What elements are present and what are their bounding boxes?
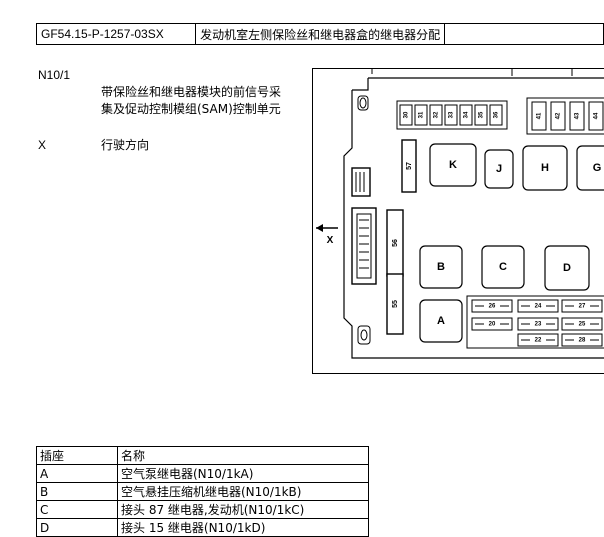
document-code: GF54.15-P-1257-03SX: [37, 24, 196, 45]
fuse-55-label: 55: [392, 300, 399, 308]
fuse-28-label: 28: [579, 338, 586, 344]
fuse-32-label: 32: [434, 111, 440, 118]
name-cell: 空气泵继电器(N10/1kA): [118, 465, 369, 483]
fuse-44-label: 44: [594, 112, 600, 119]
relay-c-label: C: [499, 261, 507, 273]
table-row: C 接头 87 继电器,发动机(N10/1kC): [37, 501, 369, 519]
header-empty-cell: [445, 24, 604, 45]
legend-code-n10-1: N10/1: [38, 67, 70, 84]
socket-cell: B: [37, 483, 118, 501]
fuse-43-label: 43: [575, 112, 581, 119]
fuse-36-label: 36: [494, 111, 500, 118]
direction-label: X: [327, 235, 334, 246]
document-header: GF54.15-P-1257-03SX 发动机室左侧保险丝和继电器盒的继电器分配: [36, 23, 604, 45]
relay-j-label: J: [496, 163, 502, 175]
fuse-23-label: 23: [535, 322, 542, 328]
legend-desc-n10-1-line1: 带保险丝和继电器模块的前信号采: [101, 84, 281, 101]
top-fuse-bank-right: 41 42 43 44: [527, 98, 604, 134]
table-row: B 空气悬挂压缩机继电器(N10/1kB): [37, 483, 369, 501]
socket-cell: C: [37, 501, 118, 519]
relay-d-label: D: [563, 262, 571, 274]
relay-assignment-table: 插座 名称 A 空气泵继电器(N10/1kA) B 空气悬挂压缩机继电器(N10…: [36, 446, 369, 537]
relay-b-label: B: [437, 261, 445, 273]
legend-code-x: X: [38, 137, 46, 154]
fuse-25-label: 25: [579, 322, 586, 328]
relay-a-label: A: [437, 315, 445, 327]
fuse-42-label: 42: [556, 112, 562, 119]
fuse-22-label: 22: [535, 338, 542, 344]
name-cell: 空气悬挂压缩机继电器(N10/1kB): [118, 483, 369, 501]
fuse-57-label: 57: [406, 162, 413, 170]
table-header-socket: 插座: [37, 447, 118, 465]
relay-g-label: G: [593, 162, 602, 174]
fuse-33-label: 33: [449, 111, 455, 118]
fuse-34-label: 34: [464, 111, 470, 118]
relay-k-label: K: [449, 159, 457, 171]
document-title: 发动机室左侧保险丝和继电器盒的继电器分配: [196, 24, 445, 45]
fuse-30-label: 30: [404, 111, 410, 118]
legend-desc-n10-1-line2: 集及促动控制模组(SAM)控制单元: [101, 101, 281, 118]
fuse-20-label: 20: [489, 322, 496, 328]
fuse-26-label: 26: [489, 304, 496, 310]
name-cell: 接头 87 继电器,发动机(N10/1kC): [118, 501, 369, 519]
fuse-relay-box-diagram: 30 31 32 33 34 35 36 41 42 43 44 X 57 56 55 K J H G B C D…: [312, 68, 604, 374]
socket-cell: A: [37, 465, 118, 483]
table-header-name: 名称: [118, 447, 369, 465]
table-row: A 空气泵继电器(N10/1kA): [37, 465, 369, 483]
legend-desc-x: 行驶方向: [101, 137, 149, 154]
fuse-31-label: 31: [419, 111, 425, 118]
relay-h-label: H: [541, 162, 549, 174]
fuse-27-label: 27: [579, 304, 586, 310]
fuse-41-label: 41: [537, 112, 543, 119]
fuse-24-label: 24: [535, 304, 542, 310]
fuse-56-label: 56: [392, 239, 399, 247]
fuse-35-label: 35: [479, 111, 485, 118]
